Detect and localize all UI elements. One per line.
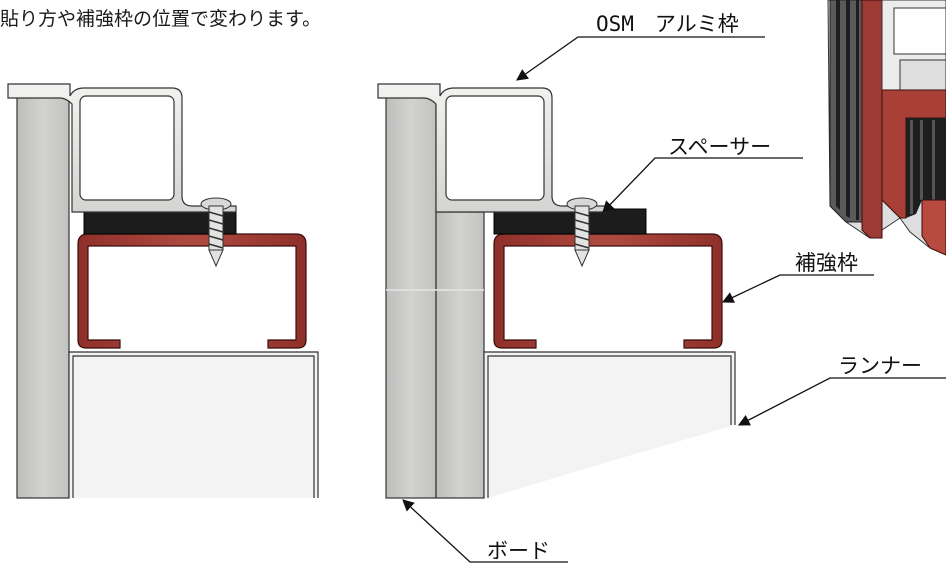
- leader-board: [402, 499, 568, 563]
- label-reinforcement-frame: 補強枠: [795, 251, 858, 275]
- label-runner: ランナー: [838, 354, 922, 378]
- osm-frame-hollow-left: [79, 95, 175, 201]
- leader-runner: [737, 377, 946, 426]
- screw-left: [200, 197, 232, 268]
- right-section: [377, 83, 736, 499]
- label-osm-aluminum-frame: OSM アルミ枠: [596, 12, 739, 36]
- label-board: ボード: [487, 539, 550, 563]
- window-frame-3d-preview: [827, 0, 946, 256]
- runner-right: [483, 351, 736, 498]
- leader-osm-frame: [516, 36, 765, 81]
- board-left: [16, 95, 70, 499]
- reinforcement-frame-left: [77, 233, 307, 349]
- caption-text: 貼り方や補強枠の位置で変わります。: [0, 8, 322, 30]
- label-spacer: スペーサー: [668, 135, 772, 159]
- leader-reinforcement: [721, 274, 874, 303]
- spacer-right: [493, 208, 647, 235]
- leader-lines: [402, 36, 946, 563]
- runner-left: [68, 351, 319, 498]
- board-right-outer: [385, 95, 437, 499]
- leader-spacer: [602, 157, 803, 213]
- reinforcement-frame-right: [493, 233, 723, 349]
- left-section: [7, 83, 319, 499]
- osm-frame-hollow-right: [445, 95, 545, 201]
- screw-right: [566, 197, 598, 268]
- board-right-inner: [435, 211, 485, 499]
